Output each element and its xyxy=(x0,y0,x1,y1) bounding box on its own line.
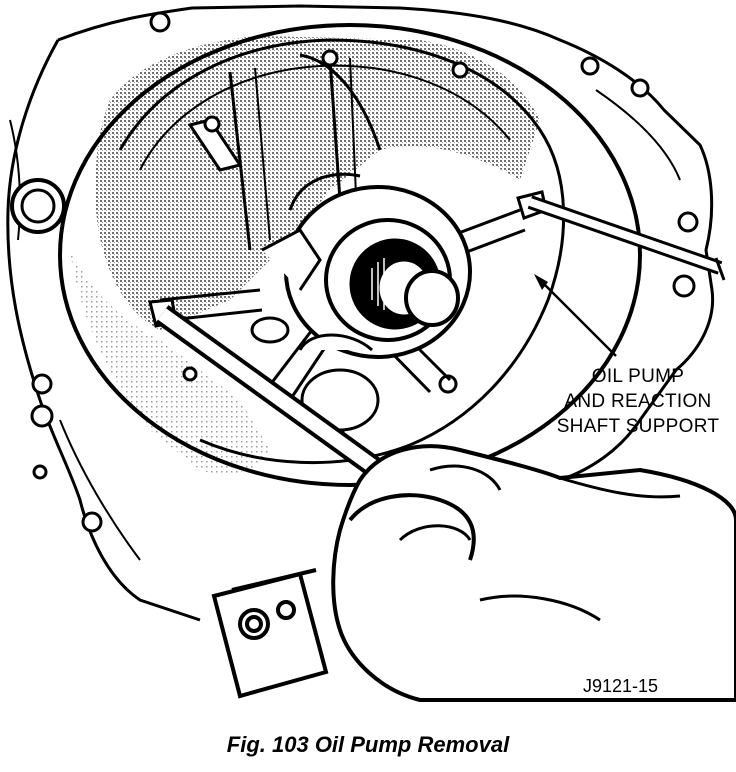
case-plug xyxy=(10,178,66,234)
left-tool-shaft xyxy=(148,298,385,479)
figure-caption: Fig. 103 Oil Pump Removal xyxy=(226,732,510,757)
callout-leader-line xyxy=(539,279,617,357)
callout-line-1: OIL PUMP xyxy=(591,366,685,387)
oil-pump-callout-label: OIL PUMP AND REACTION SHAFT SUPPORT xyxy=(548,364,728,439)
upper-right-bolt xyxy=(516,190,726,281)
reaction-shaft-support-hub xyxy=(261,172,472,359)
housing-lower-shading xyxy=(70,250,270,474)
callout-line-3: SHAFT SUPPORT xyxy=(556,416,720,437)
pump-flange xyxy=(58,23,642,487)
housing-bore-shading xyxy=(95,36,540,330)
callout-arrowhead xyxy=(534,274,548,290)
hand-holding-tool xyxy=(331,444,736,702)
callout-line-2: AND REACTION xyxy=(564,391,712,412)
figure-id: J9121-15 xyxy=(583,676,659,696)
mounting-bracket xyxy=(211,568,329,699)
case-bolt-bosses xyxy=(30,11,699,533)
